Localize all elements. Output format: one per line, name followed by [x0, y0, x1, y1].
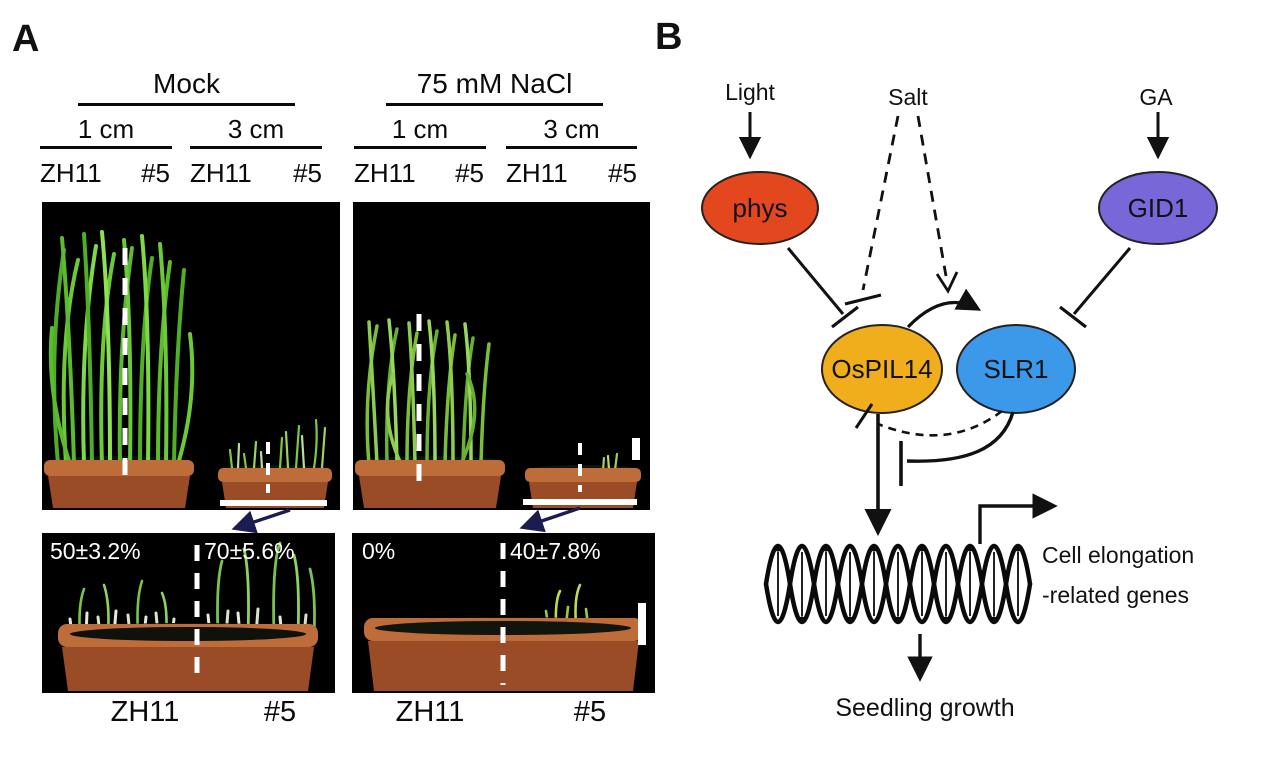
- node-gid1: GID1: [1098, 171, 1218, 245]
- grass-tuft-short: [365, 318, 491, 466]
- input-label-salt: Salt: [888, 84, 928, 110]
- germination-percent-5: 70±5.6%: [204, 538, 295, 564]
- pot-large: [355, 460, 505, 508]
- gid1-inhibition-edge: [1059, 247, 1132, 329]
- pot-large: [44, 460, 194, 508]
- input-label-light: Light: [725, 79, 775, 105]
- genes-label-line1: Cell elongation: [1042, 542, 1194, 568]
- growth-label: Seedling growth: [835, 694, 1014, 722]
- photo-nacl-top: [353, 202, 650, 510]
- slr1-inhibition-of-output: [899, 411, 1015, 486]
- bottom-label-zh11: ZH11: [110, 696, 180, 728]
- depth-label-nacl-3cm: 3 cm: [543, 114, 600, 144]
- dna-helix: [763, 544, 1033, 624]
- germination-percent-zh11: 50±3.2%: [50, 538, 141, 564]
- salt-dashed-activation: [916, 115, 959, 294]
- zoom-arrow-right: [519, 506, 581, 533]
- input-label-ga: GA: [1139, 84, 1173, 110]
- genotype-label-zh11: ZH11: [40, 158, 102, 188]
- phys-inhibition-edge: [786, 247, 859, 329]
- photo-mock-top: [42, 202, 340, 510]
- node-slr1: SLR1: [956, 324, 1076, 414]
- depth-underline: [506, 146, 637, 149]
- dna-beads: [775, 546, 1021, 622]
- bottom-label-zh11: ZH11: [395, 696, 465, 728]
- genes-label-line2: -related genes: [1042, 582, 1189, 608]
- transcription-arrow: [978, 493, 1058, 544]
- genotype-row: ZH11 #5: [506, 158, 637, 189]
- panel-a-label: A: [12, 18, 40, 60]
- photo-mock-bottom: 50±3.2% 70±5.6%: [42, 533, 335, 693]
- node-phys-label: phys: [733, 193, 788, 223]
- genotype-label-zh11: ZH11: [506, 158, 568, 188]
- treatment-header-mock: Mock: [153, 68, 220, 99]
- treatment-underline-mock: [78, 103, 295, 106]
- photo-nacl-bottom: 0% 40±7.8%: [352, 533, 655, 693]
- node-ospil14-label: OsPIL14: [831, 354, 932, 384]
- bottom-label-5: #5: [263, 696, 297, 728]
- genotype-label-5: #5: [608, 158, 637, 188]
- depth-underline: [40, 146, 172, 149]
- pathway-diagram: Light Salt GA phys GID1: [701, 79, 1218, 722]
- node-gid1-label: GID1: [1128, 193, 1189, 223]
- depth-label-nacl-1cm: 1 cm: [391, 114, 449, 144]
- scale-tick: [638, 603, 646, 645]
- scale-bar: [523, 499, 637, 505]
- zoom-arrow-left: [231, 508, 291, 534]
- treatment-underline-nacl: [386, 103, 603, 106]
- treatment-header-nacl: 75 mM NaCl: [416, 68, 573, 99]
- node-ospil14: OsPIL14: [821, 324, 943, 414]
- genotype-label-5: #5: [141, 158, 170, 188]
- depth-label-mock-3cm: 3 cm: [227, 114, 285, 144]
- ospil14-to-slr1-arrow: [906, 288, 982, 329]
- depth-underline: [190, 146, 322, 149]
- depth-underline: [354, 146, 486, 149]
- node-slr1-label: SLR1: [983, 354, 1048, 384]
- genotype-row: ZH11 #5: [354, 158, 484, 189]
- genotype-label-5: #5: [455, 158, 484, 188]
- genotype-label-zh11: ZH11: [354, 158, 416, 188]
- scale-bar: [220, 500, 327, 506]
- genotype-row: ZH11 #5: [190, 158, 322, 189]
- slr1-dashed-feedback: [854, 403, 1003, 437]
- scale-tick: [632, 438, 640, 460]
- genotype-label-zh11: ZH11: [190, 158, 252, 188]
- germination-percent-5: 40±7.8%: [510, 538, 601, 564]
- genotype-label-5: #5: [293, 158, 322, 188]
- node-phys: phys: [701, 171, 819, 245]
- depth-label-mock-1cm: 1 cm: [77, 114, 135, 144]
- panel-b-label: B: [655, 16, 683, 58]
- bottom-label-5: #5: [573, 696, 607, 728]
- salt-dashed-inhibition: [844, 115, 900, 306]
- planter-pot: [58, 623, 318, 691]
- genotype-row: ZH11 #5: [40, 158, 170, 189]
- sprouts-small-pot: [228, 418, 327, 470]
- germination-percent-zh11: 0%: [362, 538, 395, 564]
- dna-rungs: [777, 552, 1019, 616]
